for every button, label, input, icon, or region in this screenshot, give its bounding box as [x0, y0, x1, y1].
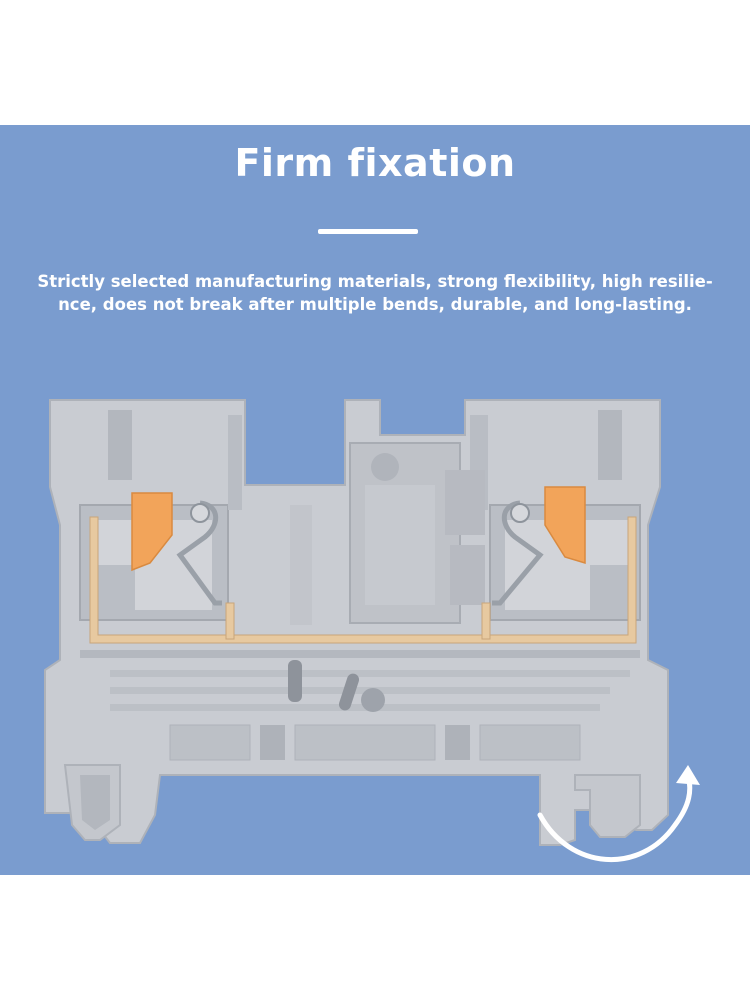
right-mount-foot — [574, 774, 641, 838]
description-line-2: nce, does not break after multiple bends… — [58, 295, 692, 314]
curved-arrow-icon — [537, 765, 700, 862]
right-release-lever — [544, 486, 586, 565]
description: Strictly selected manufacturing material… — [30, 270, 720, 316]
busbar — [89, 516, 637, 644]
right-spring — [492, 500, 544, 606]
left-spring — [176, 500, 222, 606]
left-release-lever — [131, 492, 173, 572]
page-title: Firm fixation — [234, 141, 516, 185]
title-divider — [318, 229, 418, 234]
terminal-block-illustration — [44, 399, 700, 862]
description-line-1: Strictly selected manufacturing material… — [37, 272, 713, 291]
